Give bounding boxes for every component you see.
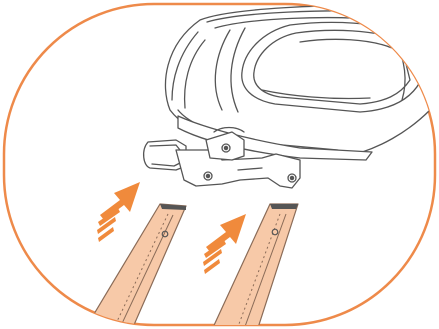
illustration-svg	[0, 0, 439, 329]
illustration-canvas	[0, 0, 439, 329]
